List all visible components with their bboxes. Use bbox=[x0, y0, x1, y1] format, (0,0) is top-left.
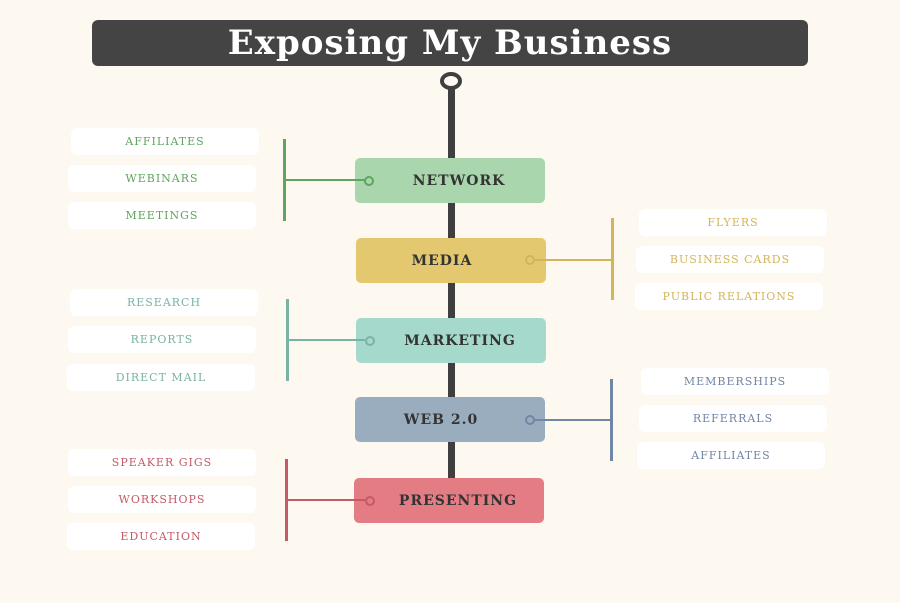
timeline-start-node bbox=[440, 72, 462, 90]
hub-network: NETWORK bbox=[355, 158, 545, 203]
hub-marketing-label: MARKETING bbox=[404, 332, 516, 349]
media-bracket bbox=[611, 218, 614, 300]
presenting-item-speaker-gigs: SPEAKER GIGS bbox=[68, 449, 256, 476]
web-bracket bbox=[610, 379, 613, 461]
hub-marketing-connector-node bbox=[365, 336, 375, 346]
presenting-item-workshops: WORKSHOPS bbox=[68, 486, 256, 513]
network-item-webinars: WEBINARS bbox=[68, 165, 256, 192]
network-bracket bbox=[283, 139, 286, 221]
hub-media-label: MEDIA bbox=[411, 252, 473, 269]
hub-web-label: WEB 2.0 bbox=[403, 411, 479, 428]
hub-media-connector-node bbox=[525, 255, 535, 265]
hub-presenting: PRESENTING bbox=[354, 478, 544, 523]
network-item-affiliates: AFFILIATES bbox=[71, 128, 259, 155]
marketing-bracket bbox=[286, 299, 289, 381]
hub-presenting-label: PRESENTING bbox=[398, 492, 518, 509]
web-item-affiliates: AFFILIATES bbox=[637, 442, 825, 469]
presenting-connector-line bbox=[287, 499, 365, 501]
media-item-flyers: FLYERS bbox=[639, 209, 827, 236]
presenting-bracket bbox=[285, 459, 288, 541]
web-connector-line bbox=[535, 419, 611, 421]
network-connector-line bbox=[285, 179, 365, 181]
web-item-memberships: MEMBERSHIPS bbox=[641, 368, 829, 395]
network-item-meetings: MEETINGS bbox=[68, 202, 256, 229]
marketing-item-direct-mail: DIRECT MAIL bbox=[67, 364, 255, 391]
hub-web: WEB 2.0 bbox=[355, 397, 545, 442]
web-item-referrals: REFERRALS bbox=[639, 405, 827, 432]
hub-marketing: MARKETING bbox=[356, 318, 546, 363]
page-title: Exposing My Business bbox=[227, 23, 673, 63]
marketing-item-research: RESEARCH bbox=[70, 289, 258, 316]
media-connector-line bbox=[535, 259, 612, 261]
media-item-business-cards: BUSINESS CARDS bbox=[636, 246, 824, 273]
marketing-connector-line bbox=[288, 339, 365, 341]
media-item-public-relations: PUBLIC RELATIONS bbox=[635, 283, 823, 310]
hub-presenting-connector-node bbox=[365, 496, 375, 506]
presenting-item-education: EDUCATION bbox=[67, 523, 255, 550]
hub-web-connector-node bbox=[525, 415, 535, 425]
hub-media: MEDIA bbox=[356, 238, 546, 283]
title-bar: Exposing My Business bbox=[92, 20, 808, 66]
marketing-item-reports: REPORTS bbox=[68, 326, 256, 353]
hub-network-connector-node bbox=[364, 176, 374, 186]
hub-network-label: NETWORK bbox=[412, 172, 506, 189]
